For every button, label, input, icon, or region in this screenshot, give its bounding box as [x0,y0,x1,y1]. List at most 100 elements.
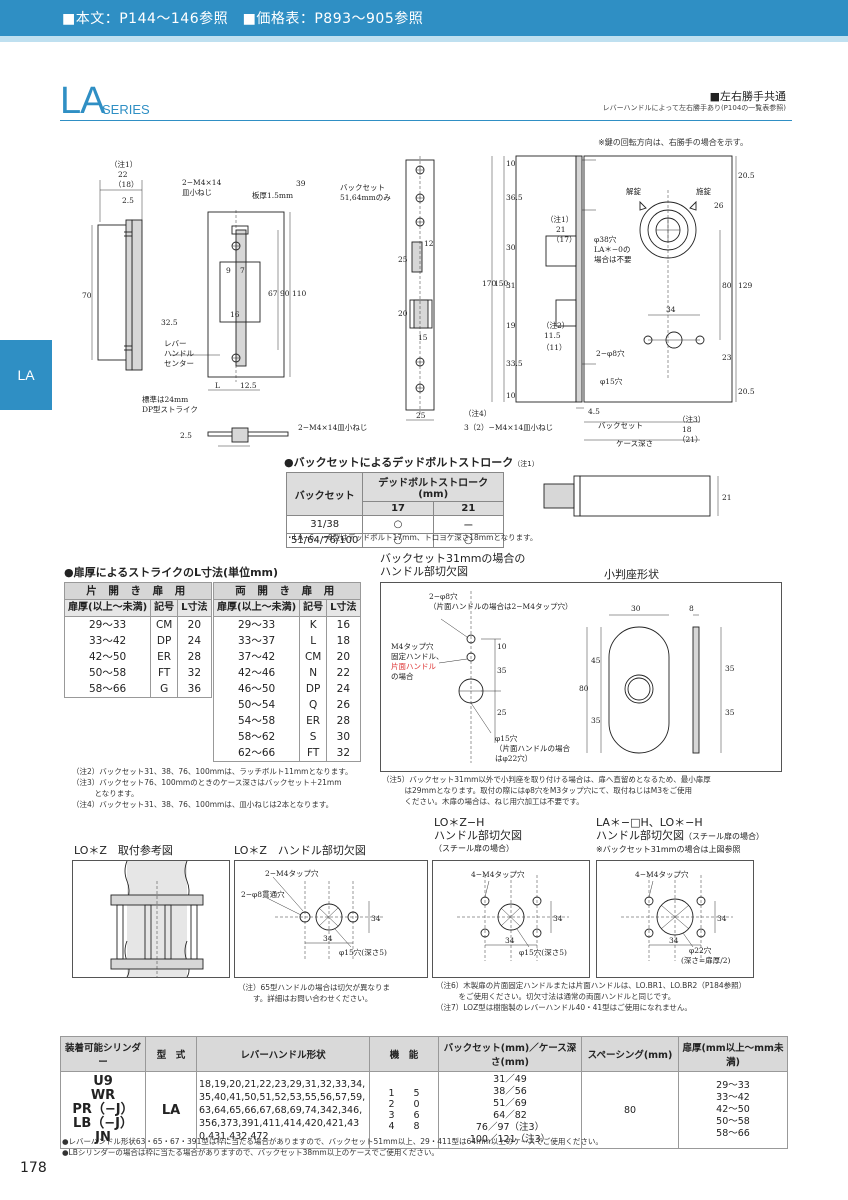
plate-d80: 80 [579,684,589,693]
label-screws-top: 2−M4×14 [182,178,222,187]
cell: 26 [326,697,361,713]
dim-10a: 10 [506,159,516,168]
side-tab-la[interactable]: LA [0,340,52,410]
plate-d35a: 35 [591,716,601,725]
cell: 24 [326,681,361,697]
cell: 28 [326,713,361,729]
func-row: 4 8 [388,1121,420,1132]
deadbolt-col-stroke: デッドボルトストローク(mm) [362,472,504,502]
spec-col-lever: レバーハンドル形状 [196,1036,370,1072]
cutout-title-4b: ハンドル部切欠図 [596,829,684,842]
cell: 36 [177,681,212,698]
label-screws-bottom2: 3（2）−M4×14皿小ねじ [464,423,553,432]
cell: CM [299,649,328,665]
col-code: 記号 [299,599,328,617]
thick-row: 58〜66 [716,1128,750,1139]
mounting-drawing [110,860,204,978]
note5: （注5）バックセット31mm以外で小判座を取り付ける場合は、扉へ直留めとなるため… [382,774,711,807]
spec-functions: 1 5 2 0 3 6 4 8 [369,1071,439,1149]
dim-15: 15 [418,333,428,342]
dim-7: 7 [240,266,245,275]
note6-7: （注6）木製扉の片面固定ハンドルまたは片面ハンドルは、LO.BR1、LO.BR2… [436,980,746,1013]
case-side-view [491,155,596,403]
note-lever: レバーハンドルによって左右勝手あり(P104の一覧表参照) [602,104,786,112]
bs31-d35: 35 [497,666,507,675]
h-34b: 34 [505,936,515,945]
dim-12: 12 [424,239,434,248]
cyl-lb: LB（−J） [73,1116,133,1131]
cell: CM [150,616,179,633]
cell: ER [150,649,179,665]
dim-20: 20 [398,309,408,318]
cell: 29〜33 [63,616,152,633]
label-phi15: φ15穴 [600,376,623,386]
cell: 28 [177,649,212,665]
label-plate: 板厚1.5mm [252,190,293,200]
h-m4: 4−M4タップ穴 [471,869,525,879]
cutout-title-1: LO＊Z 取付参考図 [74,844,173,857]
k-phi22a: φ22穴 [689,945,712,955]
series-title: LA [60,80,105,122]
label-backset-only2: 51,64mmのみ [340,193,391,202]
func-row: 1 5 [388,1088,420,1099]
spec-thickness: 29〜33 33〜42 42〜50 50〜58 58〜66 [678,1071,788,1149]
spec-row: U9 WR PR（−J） LB（−J） JN LA 18,19,20,21,22… [60,1071,788,1149]
backset-row: 100／121（注3） [469,1134,551,1145]
bs31-p1: φ15穴 [495,733,518,743]
cutout-title-2: LO＊Z ハンドル部切欠図 [234,844,366,857]
bs31-title1: バックセット31mmの場合の [380,552,526,565]
note5-l1: （注5）バックセット31mm以外で小判座を取り付ける場合は、扉へ直留めとなるため… [382,775,711,784]
thick-row: 50〜58 [716,1116,750,1127]
note-common: ■左右勝手共通 [709,90,786,103]
dim-110: 110 [292,289,307,298]
cell: 32 [326,745,361,762]
dim-36-5: 36.5 [506,193,523,202]
cell: 20 [177,616,212,633]
dim-20-5a: 20.5 [738,171,755,180]
dim-2-5: 2.5 [122,196,134,205]
label-phi8x2: 2−φ8穴 [596,348,625,358]
note-3: （注3）バックセット76、100mmのときのケース深さはバックセット＋21mm [72,778,342,787]
spec-col-cyl: 装着可能シリンダー [60,1036,146,1072]
spec-footnote-2: ●LBシリンダーの場合は枠に当たる場合がありますので、バックセット38mm以上の… [62,1148,439,1157]
dim-12-5: 12.5 [240,381,257,390]
bs31-title: バックセット31mmの場合の ハンドル部切欠図 [380,552,525,578]
cutout-box-4: 4−M4タップ穴 34 34 φ22穴 (深さ=扉厚/2) [596,860,754,978]
label-strike2: DP型ストライク [142,405,198,414]
dim-70: 70 [82,291,92,300]
bs31-p3: はφ22穴） [495,753,532,763]
dim-11-5: 11.5 [544,331,561,340]
spec-cylinders: U9 WR PR（−J） LB（−J） JN [60,1071,146,1149]
plate-d8: 8 [689,604,694,613]
cell: 18 [326,633,361,649]
dim-19: 19 [506,321,516,330]
bs31-d25: 25 [497,708,507,717]
spec-levers: 18,19,20,21,22,23,29,31,32,33,34,35,40,4… [196,1071,370,1149]
deadbolt-col-backset: バックセット [285,472,364,516]
note6-l2: をご使用ください。切欠寸法は通常の両面ハンドルと同じです。 [436,992,676,1001]
cutout-title-3b: ハンドル部切欠図 [434,829,522,842]
label-phi38: φ38穴 [594,234,617,244]
dim-21b: （21） [678,435,703,444]
thick-row: 42〜50 [716,1104,750,1115]
cell: 33〜42 [63,633,152,649]
strike-title: ●扉厚によるストライクのL寸法(単位mm) [64,566,279,579]
dim-30: 30 [506,243,516,252]
label-lever3: センター [164,359,194,368]
label-la0a: LA＊−0の [594,245,630,254]
bs31-title2: ハンドル部切欠図 [380,565,468,578]
deadbolt-col-17: 17 [362,501,434,516]
bs31-l2: （片面ハンドルの場合は2−M4タップ穴） [429,601,573,611]
cyl-u9: U9 [93,1074,113,1089]
cell: 24 [177,633,212,649]
cell: DP [150,633,179,649]
z-m4: 2−M4タップ穴 [265,868,319,878]
note-3-cont: となります。 [72,789,139,798]
plate-d35c: 35 [725,708,735,717]
page-references: ■本文：P144〜146参照 ■価格表：P893〜905参照 [62,11,424,27]
